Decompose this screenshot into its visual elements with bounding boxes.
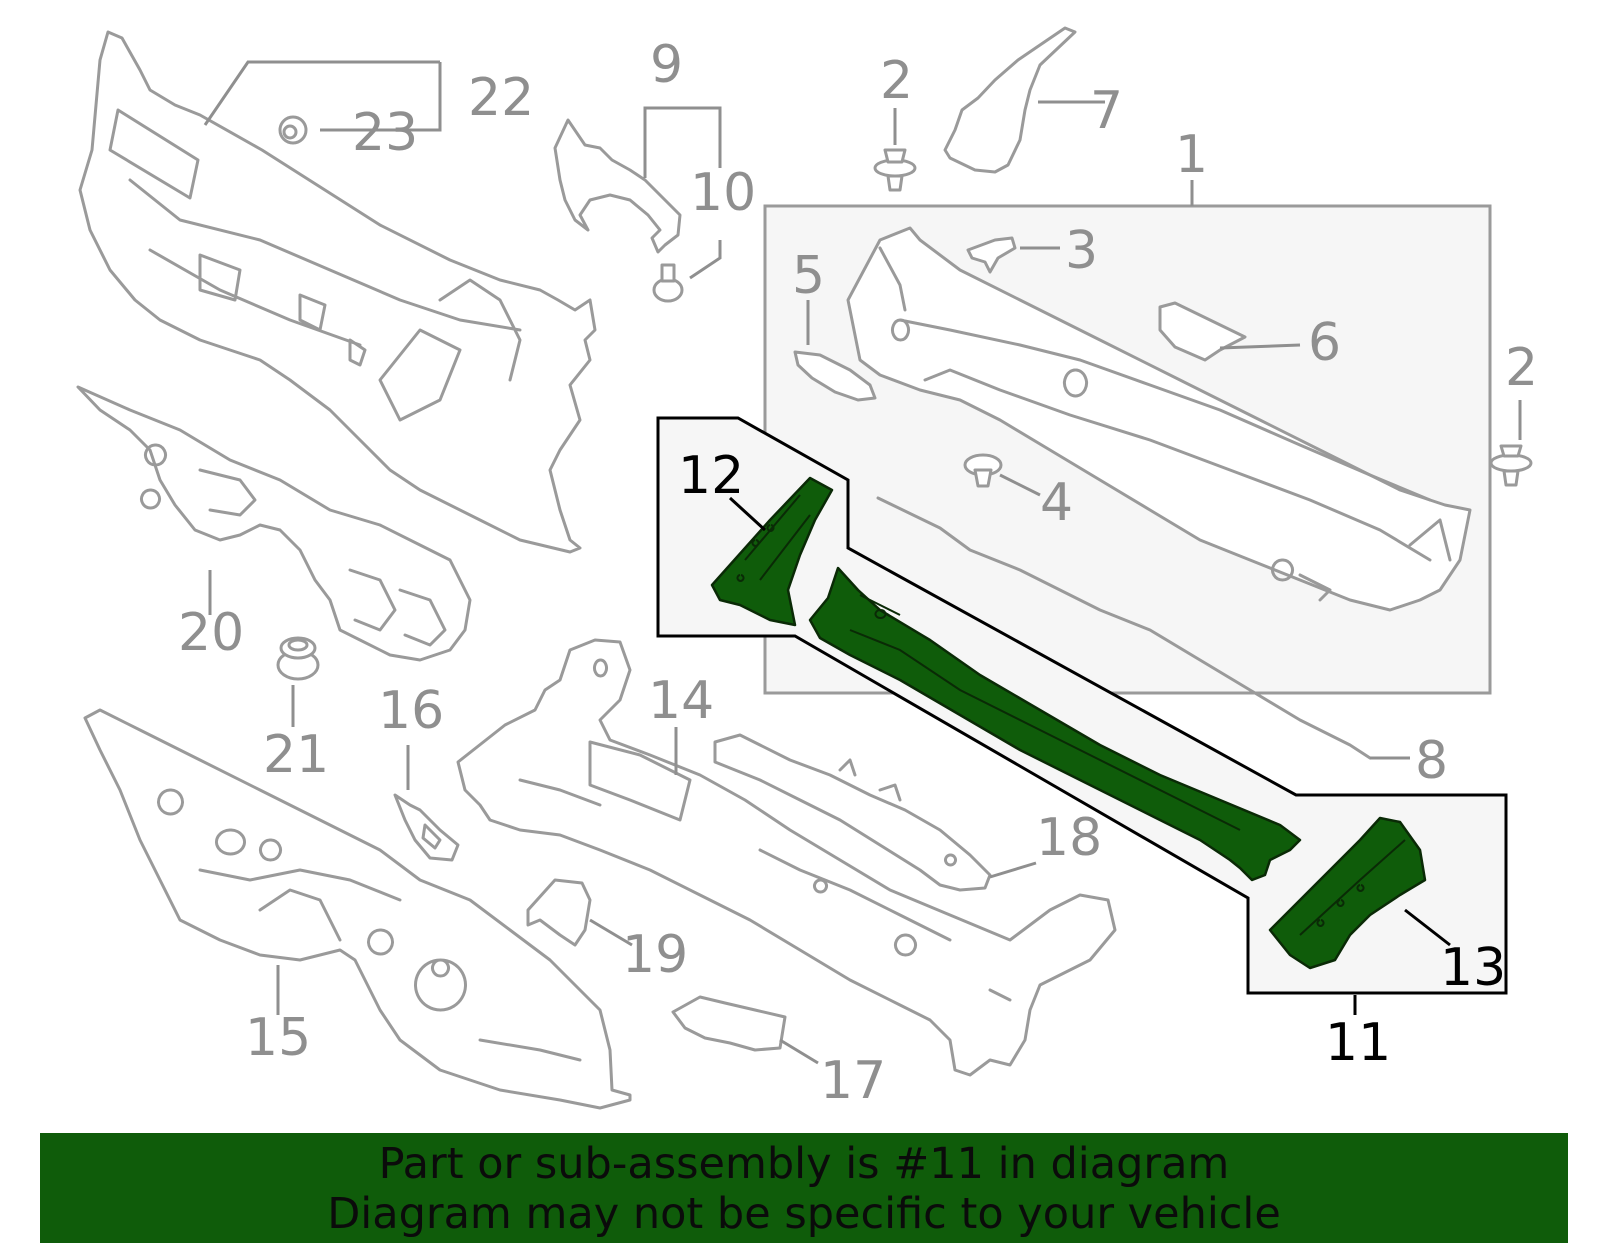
label-15: 15	[245, 1008, 311, 1068]
callout-lines-dark	[728, 496, 1451, 1015]
label-19: 19	[622, 925, 688, 985]
part-23-clip	[278, 115, 308, 145]
group-box-11	[656, 416, 1508, 995]
label-7: 7	[1090, 81, 1123, 141]
part-20-insulator	[76, 385, 472, 662]
label-2-right: 2	[1505, 338, 1538, 398]
part-22-insulator	[78, 30, 597, 554]
label-13: 13	[1440, 938, 1506, 998]
part-14-detail	[518, 658, 1012, 1002]
part-2-clip-top	[873, 148, 917, 192]
part-4-grommet	[963, 453, 1003, 488]
part-19-bracket	[526, 878, 592, 947]
notice-banner: Part or sub-assembly is #11 in diagram D…	[40, 1133, 1568, 1243]
part-15-detail	[157, 788, 582, 1062]
part-9-bracket	[553, 118, 682, 254]
part-11-cowl-top-detail	[849, 594, 1241, 831]
callout-lines	[203, 60, 1522, 1065]
label-23: 23	[352, 103, 418, 163]
part-1-cowl-panel	[846, 226, 1472, 612]
part-11-cowl-top-highlight	[808, 566, 1302, 882]
part-14-crossmember	[456, 638, 1117, 1077]
part-22-detail	[108, 108, 522, 422]
part-20-detail	[140, 443, 447, 647]
part-6-seal	[1158, 301, 1247, 362]
label-9: 9	[650, 35, 683, 95]
label-17: 17	[820, 1051, 886, 1111]
part-1-detail	[878, 246, 1452, 602]
part-16-seal	[393, 793, 460, 862]
label-12: 12	[678, 446, 744, 506]
label-8: 8	[1415, 731, 1448, 791]
label-5: 5	[792, 246, 825, 306]
part-15-dash-panel	[83, 708, 632, 1110]
part-18-bracket	[713, 733, 992, 892]
part-2-clip-right	[1489, 444, 1533, 487]
label-20: 20	[178, 603, 244, 663]
part-8-weatherstrip	[876, 496, 1372, 760]
part-10-nut	[652, 263, 684, 303]
part-21-grommet	[276, 636, 320, 681]
label-21: 21	[263, 725, 329, 785]
banner-line-1: Part or sub-assembly is #11 in diagram	[378, 1139, 1230, 1189]
label-18: 18	[1036, 808, 1102, 868]
label-22: 22	[468, 68, 534, 128]
part-17-bracket	[671, 995, 787, 1052]
label-16: 16	[378, 681, 444, 741]
label-11: 11	[1325, 1013, 1391, 1073]
label-4: 4	[1040, 473, 1073, 533]
label-3: 3	[1065, 221, 1098, 281]
label-1: 1	[1175, 125, 1208, 185]
banner-line-2: Diagram may not be specific to your vehi…	[327, 1189, 1281, 1239]
part-13-detail	[1299, 839, 1406, 936]
part-3-clip	[966, 236, 1017, 274]
part-12-detail	[736, 494, 811, 582]
label-14: 14	[648, 671, 714, 731]
part-12-bracket-highlight	[710, 476, 834, 627]
label-2-top: 2	[880, 51, 913, 111]
part-5-bracket	[793, 350, 877, 402]
part-7-bracket	[943, 26, 1077, 174]
part-18-tabs	[838, 758, 957, 867]
label-6: 6	[1308, 313, 1341, 373]
label-10: 10	[690, 163, 756, 223]
